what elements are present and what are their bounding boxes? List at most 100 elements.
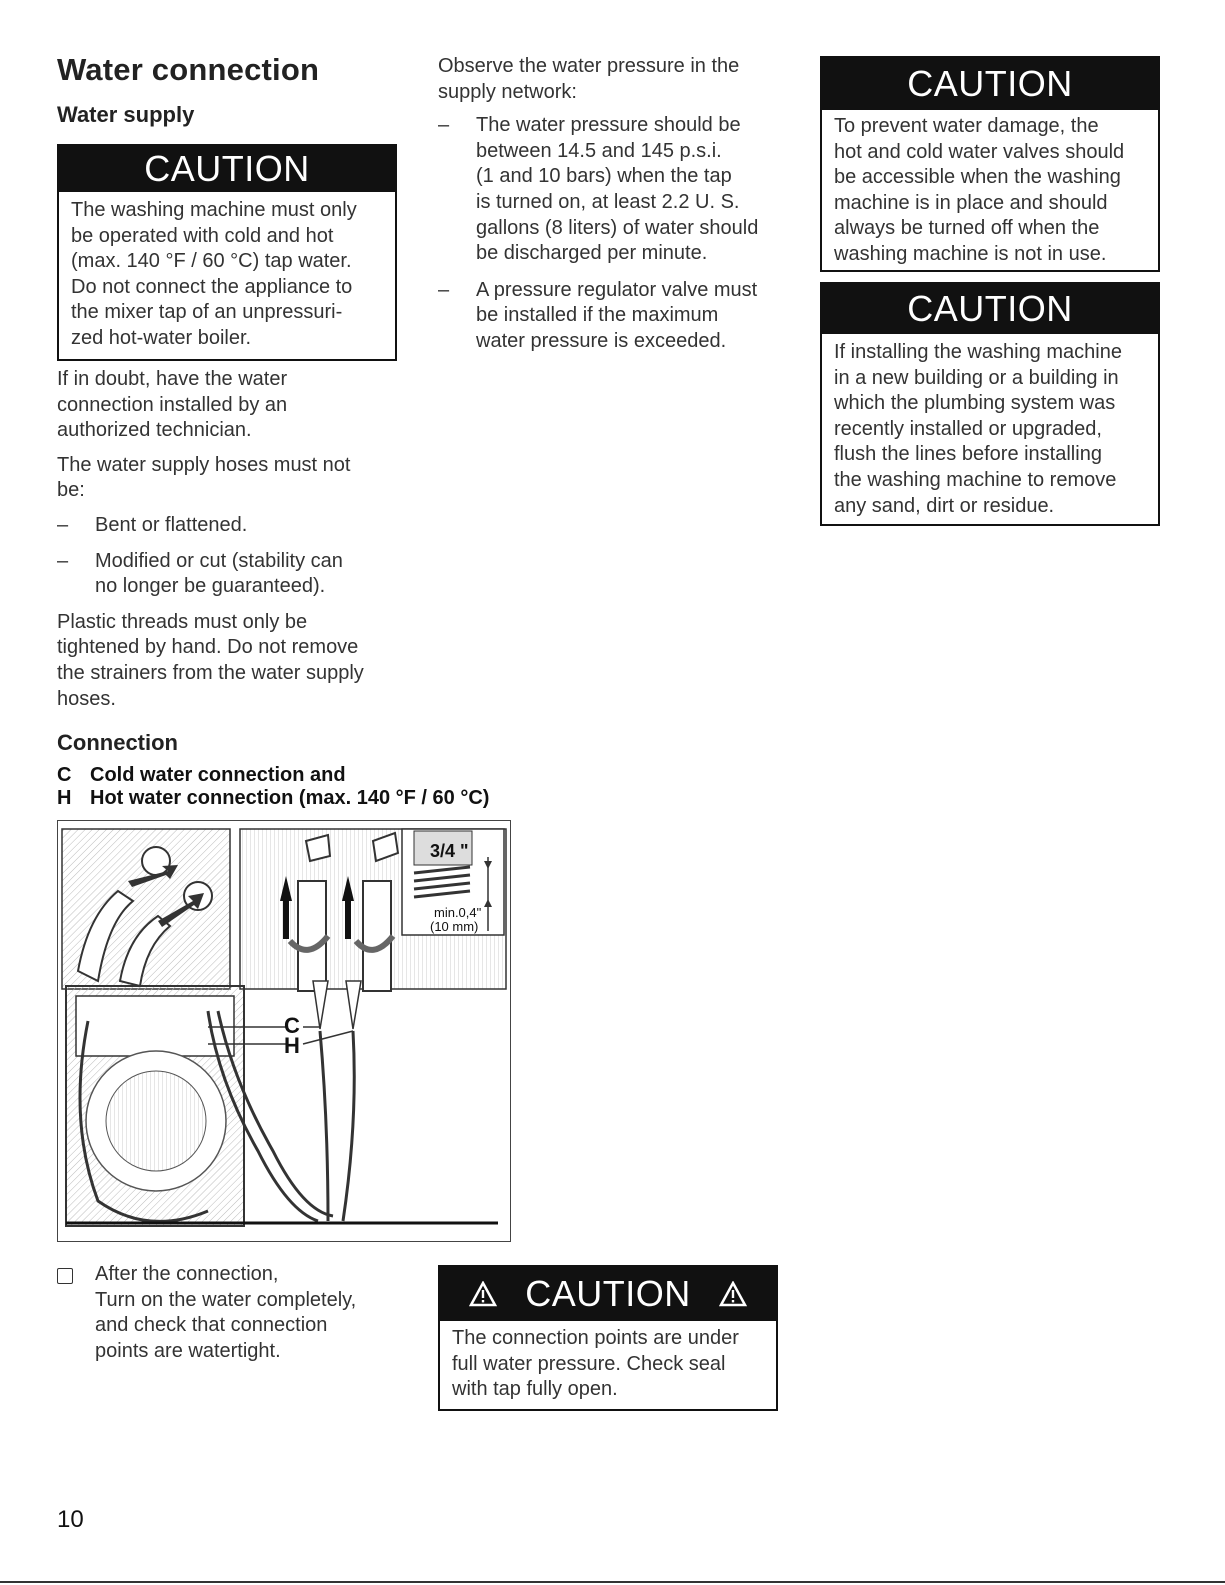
caution-heading: CAUTION	[822, 284, 1158, 334]
text-line: is turned on, at least 2.2 U. S.	[476, 190, 740, 213]
caution-line: Do not connect the appliance to	[71, 275, 353, 298]
text-line: The water supply hoses must not	[57, 453, 351, 476]
caution-line: machine is in place and should	[834, 191, 1108, 214]
text-line: tightened by hand. Do not remove	[57, 636, 359, 659]
text-line: between 14.5 and 145 p.s.i.	[476, 139, 722, 162]
caution-text: If installing the washing machine in a n…	[822, 334, 1158, 525]
text-line: water pressure is exceeded.	[476, 329, 727, 352]
dash-bullet: –	[57, 513, 69, 536]
machine-rear-view	[65, 985, 498, 1227]
text-line: be:	[57, 479, 85, 502]
caution-line: The washing machine must only	[71, 199, 357, 221]
step-text: After the connection, Turn on the water …	[95, 1262, 356, 1364]
text-line: be installed if the maximum	[476, 304, 719, 327]
text-line: and check that connection	[95, 1314, 328, 1337]
text-line: points are watertight.	[95, 1339, 281, 1362]
paragraph-pressure-intro: Observe the water pressure in the supply…	[438, 54, 788, 105]
caution-box-valves-accessible: CAUTION To prevent water damage, the hot…	[820, 56, 1160, 272]
caution-text: The connection points are under full wat…	[440, 1321, 776, 1409]
text-line: gallons (8 liters) of water should	[476, 216, 759, 239]
caution-line: To prevent water damage, the	[834, 115, 1099, 137]
list-item: After the connection, Turn on the water …	[57, 1262, 417, 1364]
mm-gap-label: (10 mm)	[430, 919, 478, 934]
caution-line: the washing machine to remove	[834, 468, 1117, 491]
page-number: 10	[57, 1506, 84, 1533]
list-item: – Bent or flattened.	[57, 513, 397, 539]
list-item: – The water pressure should be between 1…	[438, 113, 788, 267]
caution-line: the mixer tap of an unpressuri-	[71, 301, 343, 324]
step-checkbox-icon	[57, 1262, 95, 1364]
label-hot-water: H Hot water connection (max. 140 °F / 60…	[57, 787, 489, 810]
label-text: Hot water connection (max. 140 °F / 60 °…	[90, 787, 490, 809]
section-heading-connection: Connection	[57, 730, 178, 755]
text-line: be discharged per minute.	[476, 242, 708, 265]
text-line: authorized technician.	[57, 419, 252, 442]
thread-size-label: 3/4 "	[430, 841, 469, 861]
text-line: supply network:	[438, 80, 577, 103]
caution-heading: CAUTION	[525, 1273, 691, 1314]
dash-bullet: –	[438, 114, 450, 137]
hot-connection-marker: H	[284, 1033, 300, 1058]
min-gap-label: min.0,4"	[434, 905, 482, 920]
list-item-text: A pressure regulator valve must be insta…	[476, 278, 757, 355]
text-line: the strainers from the water supply	[57, 661, 364, 684]
text-line: If in doubt, have the water	[57, 368, 288, 390]
connection-diagram-svg: 3/4 " min.0,4" (10 mm) C H	[61, 828, 507, 1227]
caution-line: be accessible when the washing	[834, 166, 1121, 189]
supply-hoses: C H	[208, 980, 362, 1222]
caution-heading: CAUTION	[59, 146, 395, 192]
caution-box-water-type: CAUTION The washing machine must only be…	[57, 144, 397, 361]
warning-triangle-icon	[469, 1281, 498, 1307]
caution-line: full water pressure. Check seal	[452, 1352, 726, 1375]
caution-line: always be turned off when the	[834, 217, 1100, 240]
text-line: connection installed by an	[57, 393, 288, 416]
inset-machine-inlets	[61, 828, 231, 990]
middle-body-text: Observe the water pressure in the supply…	[438, 54, 788, 363]
caution-line: with tap fully open.	[452, 1378, 618, 1401]
list-item-text: Modified or cut (stability can no longer…	[95, 549, 343, 600]
page-title: Water connection	[57, 52, 320, 87]
caution-box-flush-lines: CAUTION If installing the washing machin…	[820, 282, 1160, 526]
left-body-text: If in doubt, have the water connection i…	[57, 367, 397, 721]
text-line: no longer be guaranteed).	[95, 575, 326, 598]
list-item: – Modified or cut (stability can no long…	[57, 549, 397, 600]
paragraph-doubt: If in doubt, have the water connection i…	[57, 367, 397, 444]
paragraph-hoses: The water supply hoses must not be:	[57, 453, 397, 504]
step-instruction: After the connection, Turn on the water …	[57, 1262, 417, 1364]
list-item: – A pressure regulator valve must be ins…	[438, 278, 788, 355]
caution-line: washing machine is not in use.	[834, 242, 1107, 265]
caution-heading: CAUTION	[822, 58, 1158, 110]
caution-line: any sand, dirt or residue.	[834, 494, 1055, 517]
text-line: After the connection,	[95, 1263, 279, 1285]
connection-illustration: 3/4 " min.0,4" (10 mm) C H	[57, 820, 511, 1242]
caution-line: zed hot-water boiler.	[71, 326, 252, 349]
caution-line: which the plumbing system was	[834, 392, 1116, 415]
text-line: The water pressure should be	[476, 114, 741, 137]
list-item-text: The water pressure should be between 14.…	[476, 113, 758, 267]
text-line: Plastic threads must only be	[57, 610, 308, 633]
label-letter: H	[57, 787, 72, 809]
warning-triangle-icon	[718, 1281, 747, 1307]
caution-line: be operated with cold and hot	[71, 224, 334, 247]
text-line: Observe the water pressure in the	[438, 55, 740, 77]
caution-line: hot and cold water valves should	[834, 140, 1125, 163]
caution-heading-with-warnings: CAUTION	[440, 1267, 776, 1321]
text-line: (1 and 10 bars) when the tap	[476, 165, 732, 188]
text-line: Turn on the water completely,	[95, 1288, 357, 1311]
label-text: Cold water connection and	[90, 764, 346, 786]
dash-bullet: –	[438, 278, 450, 301]
caution-line: The connection points are under	[452, 1327, 739, 1349]
caution-text: To prevent water damage, the hot and col…	[822, 110, 1158, 274]
caution-line: recently installed or upgraded,	[834, 417, 1102, 440]
cold-connection-marker: C	[284, 1013, 300, 1038]
page-bottom-border	[0, 1581, 1225, 1583]
label-cold-water: C Cold water connection and	[57, 764, 346, 787]
text-line: hoses.	[57, 687, 116, 710]
text-line: Modified or cut (stability can	[95, 549, 343, 572]
inset-taps: 3/4 " min.0,4" (10 mm)	[239, 828, 507, 992]
caution-line: If installing the washing machine	[834, 341, 1122, 363]
text-line: A pressure regulator valve must	[476, 278, 758, 301]
section-heading-water-supply: Water supply	[57, 102, 195, 127]
caution-line: (max. 140 °F / 60 °C) tap water.	[71, 250, 352, 273]
list-item-text: Bent or flattened.	[95, 513, 248, 536]
